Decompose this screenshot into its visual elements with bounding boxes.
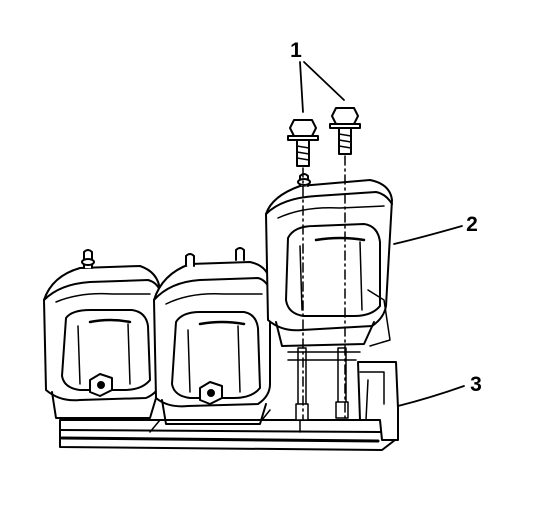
bolt-left (287, 119, 319, 167)
coil-left (43, 249, 161, 419)
callout-2: 2 (466, 213, 478, 236)
coil-middle (153, 247, 271, 425)
callout-3: 3 (470, 373, 482, 396)
mounting-bracket (59, 361, 399, 451)
callout-1: 1 (290, 39, 302, 62)
bolt-right (329, 107, 361, 155)
leader-lines (299, 61, 465, 407)
coil-right-removed (265, 173, 393, 421)
alignment-lines (302, 155, 346, 421)
